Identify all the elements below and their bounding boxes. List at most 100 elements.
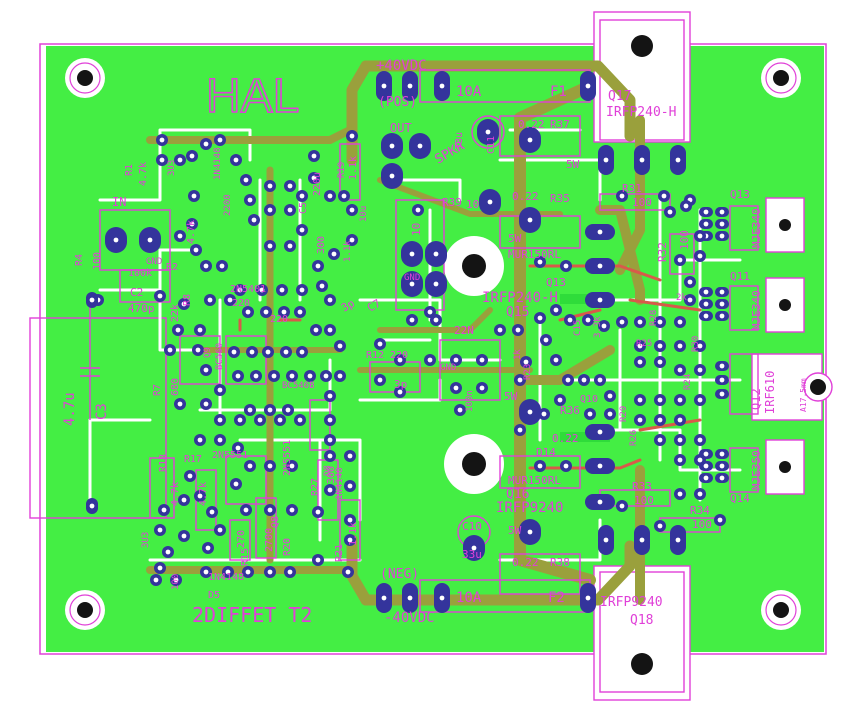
label-r27-val: 300 — [326, 466, 337, 484]
pad-drill — [717, 517, 723, 523]
pad-drill — [601, 323, 607, 329]
label-r18: R18 — [158, 454, 169, 472]
board-title: HAL — [206, 70, 299, 123]
pad-drill — [389, 143, 395, 149]
label-c3-val: 4.7u — [62, 392, 78, 426]
pad-drill — [587, 411, 593, 417]
label-5wd: 5W — [508, 524, 522, 537]
pad-drill — [407, 595, 413, 601]
pad-drill — [289, 507, 295, 513]
pad-drill — [585, 83, 591, 89]
label-2200: 2200 — [223, 194, 233, 216]
label-c5-val: 220u — [312, 172, 323, 196]
pad-drill — [189, 153, 195, 159]
pad-drill — [703, 221, 709, 227]
pad-drill — [719, 363, 725, 369]
label-mur2: MUR150RL — [508, 474, 561, 487]
label-2k: 2k — [676, 293, 687, 303]
label-out: OUT — [390, 121, 412, 135]
label-r1-val: 4.7k — [138, 162, 149, 186]
pad-drill — [297, 309, 303, 315]
pad-drill — [349, 237, 355, 243]
label-r34: R34 — [690, 504, 710, 517]
label-q11-part: MJE340 — [750, 290, 763, 330]
label-r15: R15 — [240, 548, 251, 566]
pad-drill — [225, 569, 231, 575]
label-5wb: 5W — [508, 232, 522, 245]
pad-drill — [287, 207, 293, 213]
label-1n4148a: 1N4148 — [213, 147, 223, 180]
label-q16-part: IRFP9240 — [496, 500, 563, 516]
pad-drill — [311, 175, 317, 181]
label-r27: R27 — [310, 478, 321, 496]
pad-drill — [697, 343, 703, 349]
label-neg: (NEG) — [380, 567, 419, 582]
pad-drill — [439, 83, 445, 89]
label-100k: 100k — [128, 268, 152, 279]
pad-drill — [543, 337, 549, 343]
pad-drill — [597, 377, 603, 383]
pad-drill — [195, 347, 201, 353]
label-q9: Q9 — [203, 347, 213, 358]
label-q16: Q16 — [506, 487, 529, 502]
pad-drill — [161, 507, 167, 513]
pad-drill — [597, 499, 603, 505]
pad-drill — [683, 203, 689, 209]
pad-drill — [287, 243, 293, 249]
pad-drill — [289, 373, 295, 379]
label-c5: C5 — [298, 202, 309, 214]
pad-drill — [299, 227, 305, 233]
label-bc546: BC546B — [282, 381, 315, 391]
pad-drill — [657, 359, 663, 365]
label-q18: Q18 — [630, 613, 653, 628]
pad-drill — [697, 457, 703, 463]
pad-drill — [457, 407, 463, 413]
label-c3: C3 — [94, 403, 110, 420]
pad-drill — [527, 217, 533, 223]
pad-drill — [233, 157, 239, 163]
label-r34-val: 100 — [692, 518, 712, 531]
pad-drill — [203, 367, 209, 373]
pad-drill — [697, 367, 703, 373]
label-2n5551b: 2N5551 — [282, 440, 293, 476]
pad-drill — [381, 83, 387, 89]
pad-drill — [347, 537, 353, 543]
label-c7-val: 3p — [339, 297, 357, 315]
pad-drill — [557, 397, 563, 403]
pad-drill — [619, 193, 625, 199]
label-3u3a: 3U3 — [167, 160, 177, 176]
label-r17: R17 — [184, 454, 202, 465]
pad-drill — [527, 137, 533, 143]
label-r31-val: 100 — [632, 196, 652, 209]
pad-drill — [245, 569, 251, 575]
label-c11-val: 33u — [454, 132, 465, 150]
pad-drill — [267, 569, 273, 575]
pad-drill — [597, 463, 603, 469]
pad-drill — [205, 545, 211, 551]
pad-drill — [347, 483, 353, 489]
pad-drill — [607, 393, 613, 399]
board-outline — [39, 43, 827, 655]
label-10: 10 — [410, 223, 423, 236]
pad-drill — [311, 153, 317, 159]
label-fuse1: 10A — [456, 84, 482, 100]
label-r20-val: 2700 — [264, 528, 275, 552]
label-q14: Q14 — [730, 492, 750, 505]
label-220: 220 — [232, 298, 250, 309]
pad-drill — [553, 357, 559, 363]
pad-drill — [197, 437, 203, 443]
pad-drill — [597, 429, 603, 435]
pad-drill — [523, 359, 529, 365]
pad-drill — [281, 309, 287, 315]
pad-drill — [259, 287, 265, 293]
label-c15-val: 3.3k — [593, 316, 603, 338]
pad-drill — [177, 401, 183, 407]
label-q13: Q13 — [730, 188, 750, 201]
pad-drill — [153, 577, 159, 583]
label-r23: R23 — [523, 364, 533, 380]
pad-drill — [327, 297, 333, 303]
pad-drill — [675, 157, 681, 163]
pad-drill — [175, 327, 181, 333]
pad-drill — [341, 193, 347, 199]
label-022b: 0.22 — [512, 190, 539, 203]
